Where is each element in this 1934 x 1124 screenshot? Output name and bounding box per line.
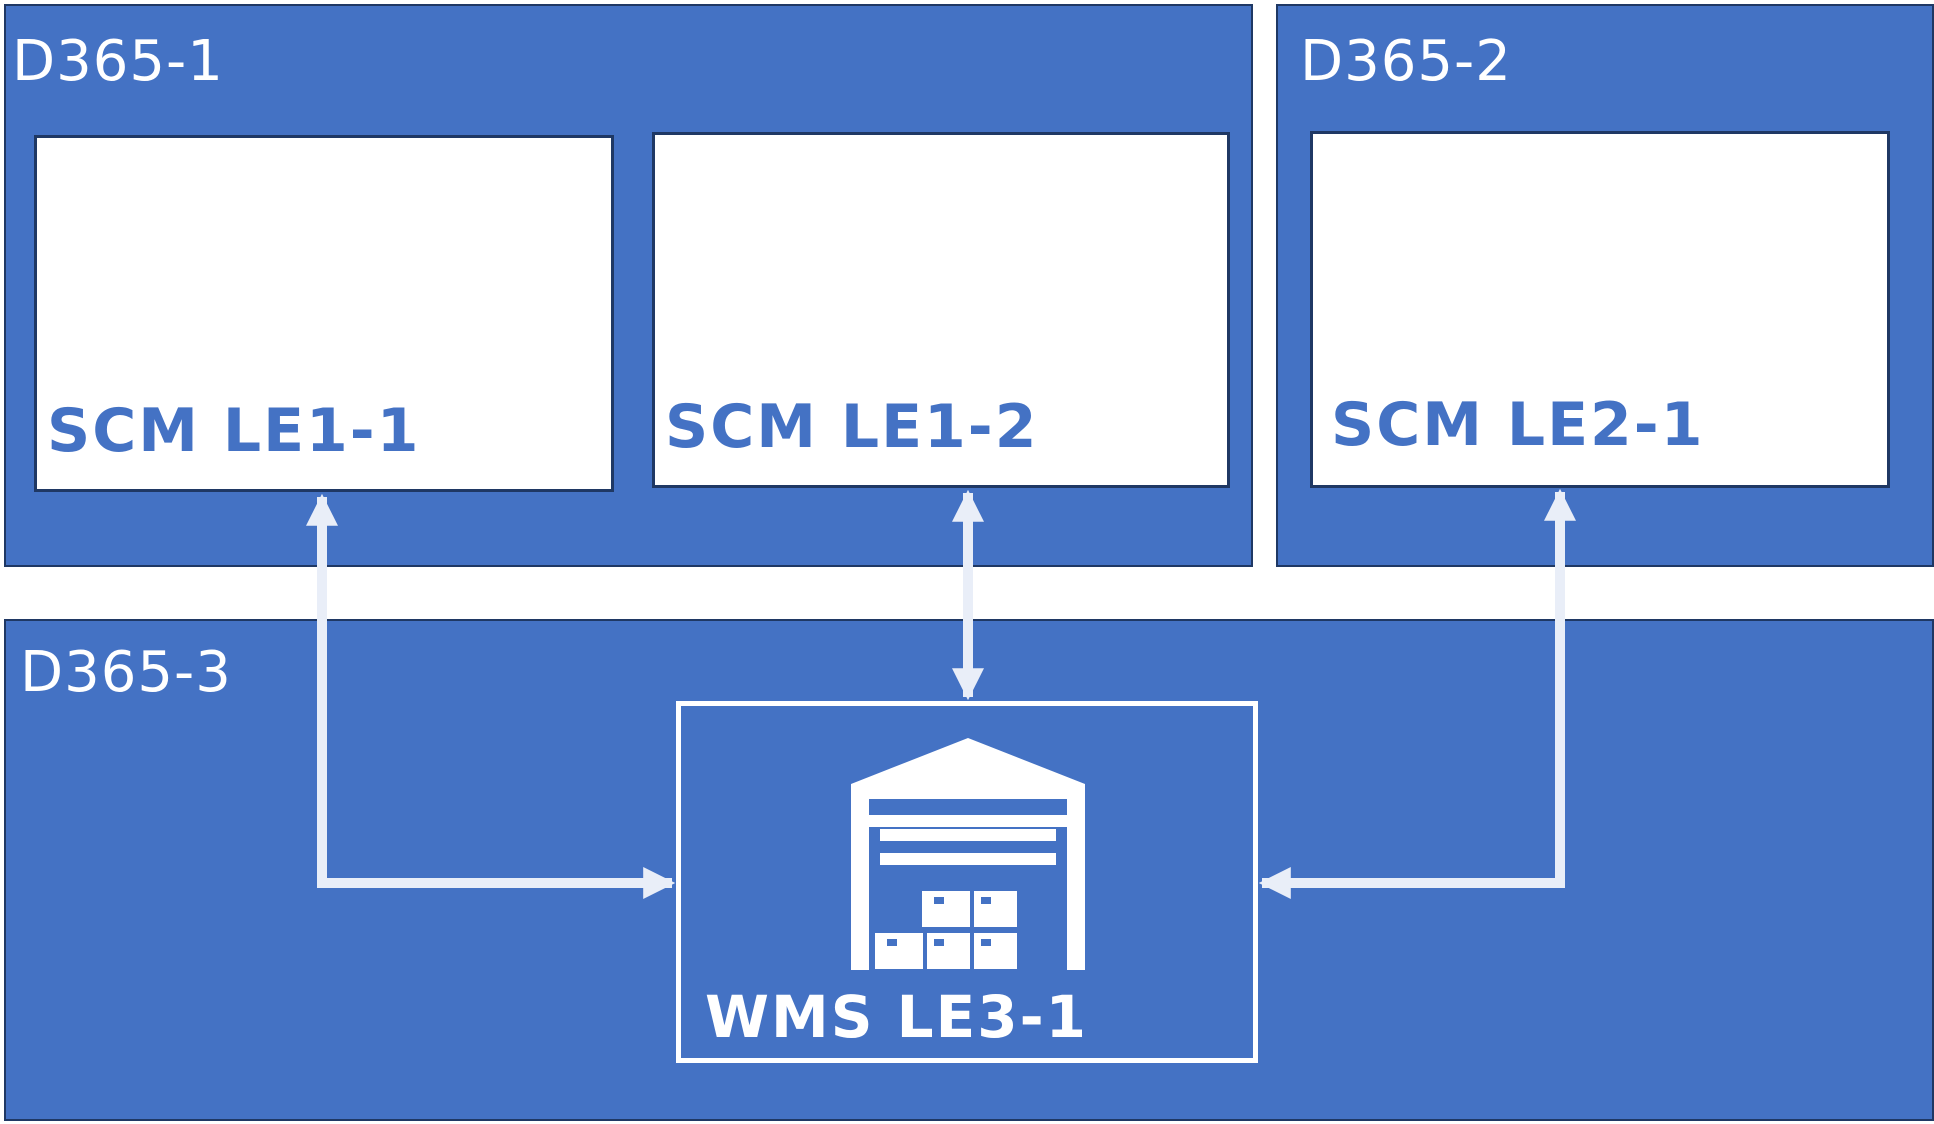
legal-entity-label: SCM LE1-2 (665, 392, 1039, 462)
environment-label: D365-1 (12, 29, 224, 94)
legal-entity-label: SCM LE2-1 (1331, 390, 1705, 460)
warehouse-entity-label: WMS LE3-1 (705, 983, 1089, 1051)
legal-entity-scm-le1-2: SCM LE1-2 (652, 132, 1230, 488)
legal-entity-scm-le2-1: SCM LE2-1 (1310, 131, 1890, 488)
environment-label: D365-2 (1300, 29, 1512, 94)
legal-entity-scm-le1-1: SCM LE1-1 (34, 135, 614, 492)
warehouse-entity-wms-le3-1: WMS LE3-1 (676, 701, 1258, 1063)
legal-entity-label: SCM LE1-1 (47, 396, 421, 466)
environment-label: D365-3 (20, 640, 232, 705)
